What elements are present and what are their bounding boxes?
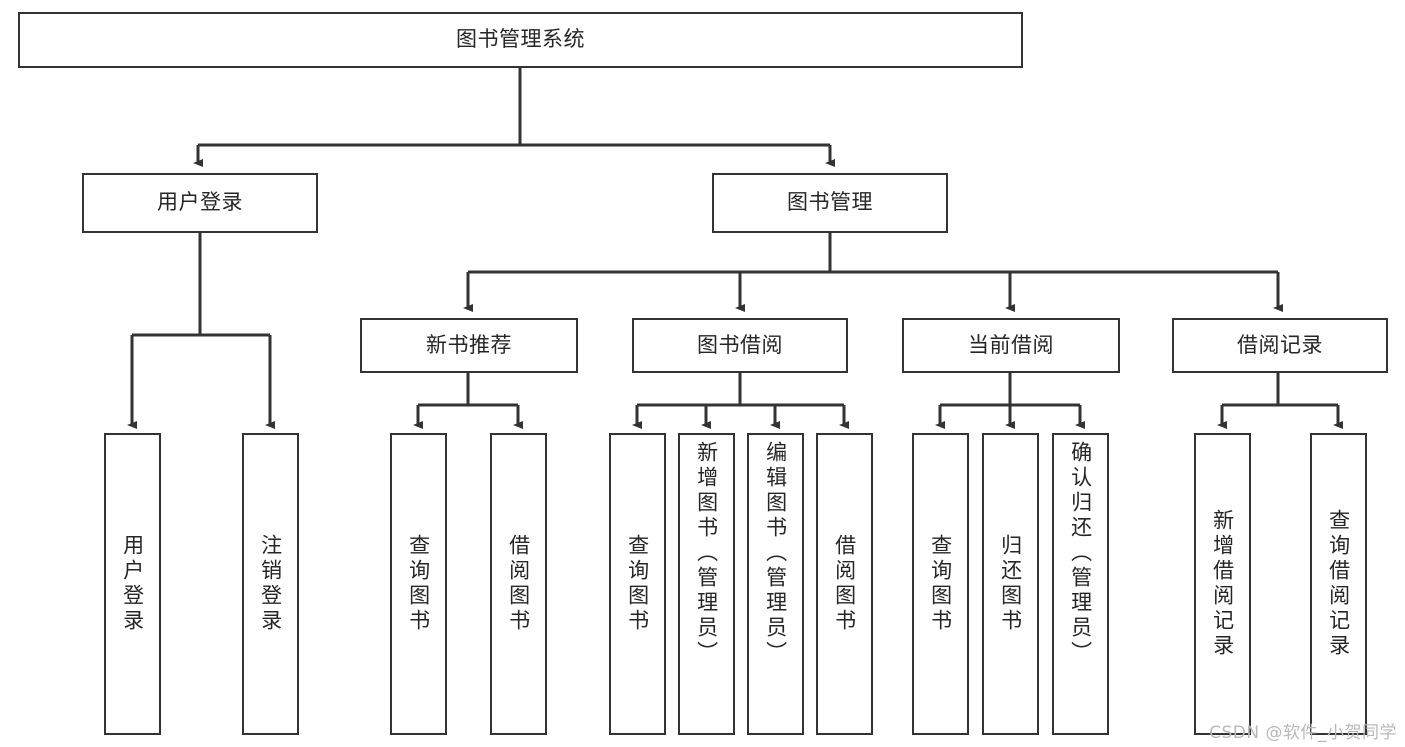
leaf-query-book-rec[interactable]: 查询图书 — [390, 433, 447, 735]
csdn-watermark: CSDN @软件_小贺同学 — [1209, 723, 1397, 743]
leaf-query-book-cur-label: 查询图书 — [928, 534, 953, 634]
leaf-return-book-label: 归还图书 — [998, 534, 1023, 634]
leaf-borrow-book-rec-label: 借阅图书 — [506, 534, 531, 634]
node-new-book-rec-label: 新书推荐 — [426, 332, 512, 357]
node-borrow-record-label: 借阅记录 — [1237, 332, 1323, 357]
node-user-login-label: 用户登录 — [157, 190, 243, 215]
leaf-borrow-book-rec[interactable]: 借阅图书 — [490, 433, 547, 735]
node-root-label: 图书管理系统 — [456, 27, 585, 52]
leaf-query-book-bor-label: 查询图书 — [625, 534, 650, 634]
leaf-query-book-cur[interactable]: 查询图书 — [912, 433, 969, 735]
leaf-user-login[interactable]: 用户登录 — [104, 433, 161, 735]
leaf-add-record-label: 新增借阅记录 — [1210, 509, 1235, 659]
node-borrow-record[interactable]: 借阅记录 — [1172, 318, 1388, 373]
node-book-manage[interactable]: 图书管理 — [712, 173, 948, 233]
leaf-edit-book-label: 编辑图书（管理员） — [763, 441, 788, 666]
node-new-book-rec[interactable]: 新书推荐 — [360, 318, 578, 373]
leaf-add-book-label: 新增图书（管理员） — [694, 441, 719, 666]
leaf-logout-login[interactable]: 注销登录 — [242, 433, 299, 735]
node-book-borrow[interactable]: 图书借阅 — [632, 318, 848, 373]
leaf-edit-book[interactable]: 编辑图书（管理员） — [747, 433, 804, 735]
leaf-query-record-label: 查询借阅记录 — [1326, 509, 1351, 659]
node-book-borrow-label: 图书借阅 — [697, 332, 783, 357]
node-current-borrow[interactable]: 当前借阅 — [902, 318, 1120, 373]
leaf-logout-login-label: 注销登录 — [258, 534, 283, 634]
node-user-login[interactable]: 用户登录 — [82, 173, 318, 233]
leaf-query-book-rec-label: 查询图书 — [406, 534, 431, 634]
leaf-return-book[interactable]: 归还图书 — [982, 433, 1039, 735]
leaf-query-book-bor[interactable]: 查询图书 — [609, 433, 666, 735]
node-current-borrow-label: 当前借阅 — [968, 332, 1054, 357]
node-book-manage-label: 图书管理 — [787, 190, 873, 215]
node-root[interactable]: 图书管理系统 — [18, 12, 1023, 68]
leaf-query-record[interactable]: 查询借阅记录 — [1310, 433, 1367, 735]
leaf-confirm-return-label: 确认归还（管理员） — [1068, 441, 1093, 666]
leaf-confirm-return[interactable]: 确认归还（管理员） — [1052, 433, 1109, 735]
leaf-borrow-book-bor-label: 借阅图书 — [832, 534, 857, 634]
leaf-user-login-label: 用户登录 — [120, 534, 145, 634]
leaf-add-record[interactable]: 新增借阅记录 — [1194, 433, 1251, 735]
leaf-borrow-book-bor[interactable]: 借阅图书 — [816, 433, 873, 735]
leaf-add-book[interactable]: 新增图书（管理员） — [678, 433, 735, 735]
